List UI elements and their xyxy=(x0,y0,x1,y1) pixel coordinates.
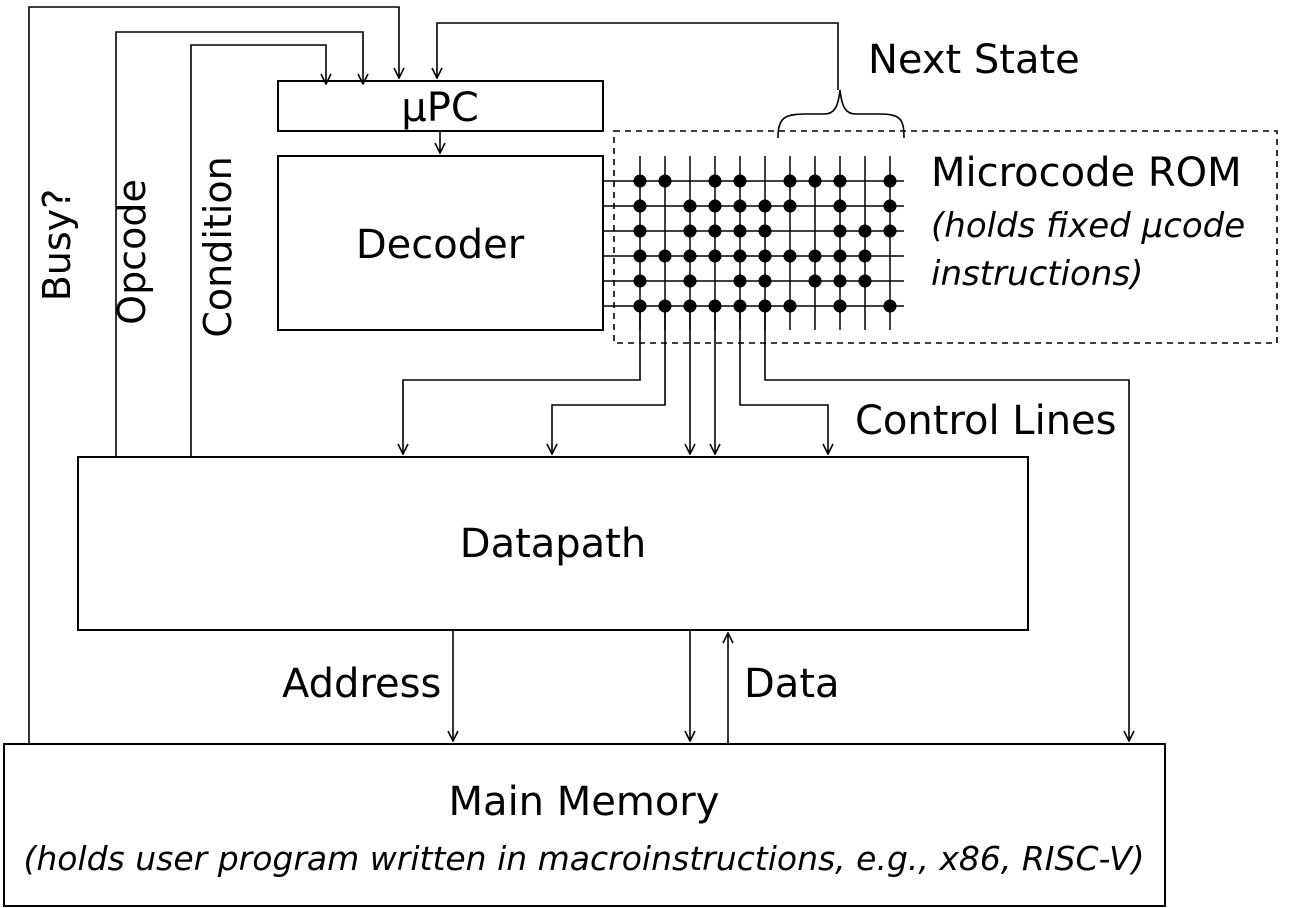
rom-dot xyxy=(833,199,847,213)
rom-dot xyxy=(633,224,647,238)
rom-dot xyxy=(683,199,697,213)
rom-dot xyxy=(783,249,797,263)
rom-dot xyxy=(758,224,772,238)
rom-dot xyxy=(808,174,822,188)
rom-dot xyxy=(708,174,722,188)
rom-boundary xyxy=(613,130,1278,344)
control-line-5 xyxy=(739,310,828,454)
rom-dot xyxy=(858,274,872,288)
opcode-label: Opcode xyxy=(110,179,154,325)
rom-dot xyxy=(708,299,722,313)
rom-dot xyxy=(883,299,897,313)
main-memory-note: (holds user program written in macroinst… xyxy=(23,839,1144,878)
next-state-label: Next State xyxy=(868,37,1080,83)
rom-dot xyxy=(683,249,697,263)
rom-dot xyxy=(658,249,672,263)
microcode-rom-title: Microcode ROM xyxy=(931,150,1242,196)
rom-dot xyxy=(733,199,747,213)
rom-dot xyxy=(733,224,747,238)
rom-dot xyxy=(708,224,722,238)
rom-dot xyxy=(833,274,847,288)
rom-dot xyxy=(683,274,697,288)
rom-dot xyxy=(883,174,897,188)
datapath-label: Datapath xyxy=(460,521,646,567)
rom-dot xyxy=(733,299,747,313)
main-memory-box xyxy=(3,743,1166,907)
opcode-wire xyxy=(115,31,363,457)
rom-dot xyxy=(733,274,747,288)
rom-dot xyxy=(808,274,822,288)
rom-dot xyxy=(783,299,797,313)
control-lines-label: Control Lines xyxy=(855,398,1117,444)
rom-dot xyxy=(758,199,772,213)
rom-dot xyxy=(808,249,822,263)
condition-wire xyxy=(190,44,326,457)
rom-matrix xyxy=(603,156,904,330)
upc-box xyxy=(277,80,604,132)
address-label: Address xyxy=(282,661,441,707)
busy-label: Busy? xyxy=(35,189,79,302)
rom-dot xyxy=(708,199,722,213)
rom-dot xyxy=(833,174,847,188)
data-label: Data xyxy=(744,661,840,707)
rom-dot xyxy=(633,299,647,313)
rom-dot xyxy=(633,199,647,213)
decoder-box xyxy=(277,155,604,331)
rom-dot xyxy=(858,249,872,263)
control-line-memory xyxy=(764,310,1129,741)
rom-dot xyxy=(658,299,672,313)
control-line-1 xyxy=(403,310,641,454)
rom-dot xyxy=(633,174,647,188)
rom-dot xyxy=(658,174,672,188)
rom-dot xyxy=(883,224,897,238)
microcode-rom-note-1: (holds fixed μcode xyxy=(931,206,1245,246)
rom-dot xyxy=(758,299,772,313)
main-memory-label: Main Memory xyxy=(449,779,720,825)
rom-dot xyxy=(833,224,847,238)
datapath-box xyxy=(77,456,1029,631)
rom-dot xyxy=(883,199,897,213)
rom-dot xyxy=(733,174,747,188)
next-state-brace xyxy=(777,89,905,139)
rom-dot xyxy=(733,249,747,263)
rom-dot xyxy=(708,249,722,263)
busy-wire xyxy=(28,6,399,744)
rom-dot xyxy=(833,249,847,263)
rom-dot xyxy=(858,224,872,238)
rom-dot xyxy=(783,174,797,188)
rom-dot xyxy=(633,249,647,263)
next-state-wire xyxy=(437,22,839,90)
rom-dot xyxy=(683,224,697,238)
rom-dot xyxy=(833,299,847,313)
condition-label: Condition xyxy=(196,156,240,337)
rom-dot xyxy=(633,274,647,288)
control-line-2 xyxy=(552,310,666,454)
upc-label: μPC xyxy=(401,85,479,131)
rom-dot xyxy=(783,199,797,213)
microcode-rom-note-2: instructions) xyxy=(931,254,1143,294)
rom-dot xyxy=(758,249,772,263)
rom-dot xyxy=(758,274,772,288)
decoder-label: Decoder xyxy=(356,222,525,268)
rom-dot xyxy=(683,299,697,313)
